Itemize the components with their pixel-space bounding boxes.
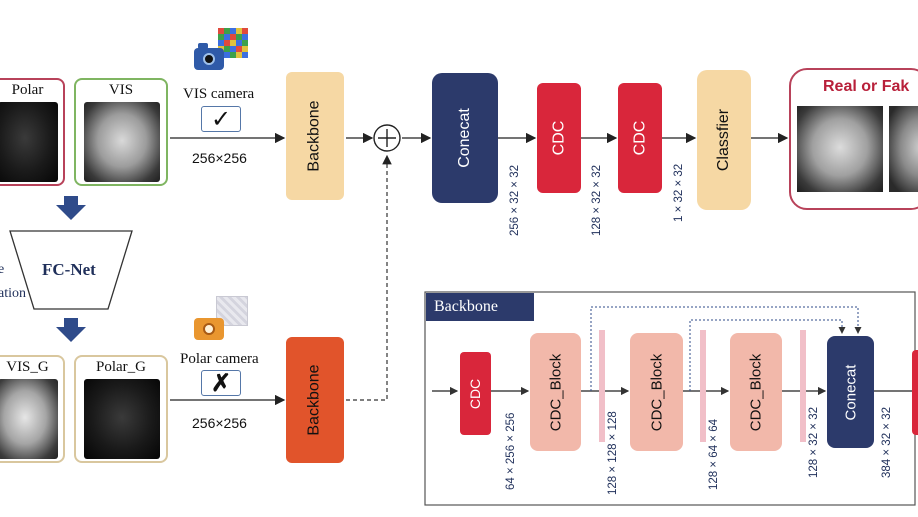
- backbone-bottom: Backbone: [286, 337, 344, 463]
- polar-camera-icon: [194, 318, 224, 340]
- detail-cdc-block-1: CDC_Block: [530, 333, 581, 451]
- cdc-block-1: CDC: [537, 83, 581, 193]
- cross-icon: ✗: [201, 370, 241, 397]
- detail-dim-5: 384 × 32 × 32: [881, 407, 893, 478]
- vis-face-image: [84, 102, 160, 182]
- polar-title: Polar: [11, 82, 44, 98]
- vis-title: VIS: [108, 82, 134, 98]
- cdc-block-2: CDC: [618, 83, 662, 193]
- fcnet-title: FC-Net: [42, 260, 96, 279]
- polar-face-image: [0, 102, 58, 182]
- dim-label-3: 1 × 32 × 32: [673, 163, 685, 222]
- vis-g-title: VIS_G: [6, 359, 49, 375]
- detail-cdc-block: CDC: [460, 352, 491, 435]
- detail-dim-1: 64 × 256 × 256: [505, 412, 517, 490]
- output-face-fake: [889, 106, 918, 192]
- down-arrow-icon-top: [56, 196, 86, 220]
- pink-bar-3: [800, 330, 806, 442]
- vis-g-face-image: [0, 379, 58, 459]
- concat-block: Conecat: [432, 73, 498, 203]
- dim-label-2: 128 × 32 × 32: [591, 165, 603, 236]
- polar-g-face-image: [84, 379, 160, 459]
- vis-image-card: VIS: [74, 78, 168, 186]
- output-face-real: [797, 106, 883, 192]
- detail-cdc-block-3: CDC_Block: [730, 333, 782, 451]
- down-arrow-icon-bottom: [56, 318, 86, 342]
- fcnet-trapezoid: [9, 230, 133, 310]
- fcnet-side-label-top: e: [0, 262, 5, 277]
- detail-cdc-block-2: CDC_Block: [630, 333, 683, 451]
- check-icon: ✓: [201, 106, 241, 133]
- vis-camera-icon: [194, 43, 224, 70]
- backbone-detail-title: Backbone: [426, 293, 534, 321]
- color-mosaic-icon: [218, 28, 248, 58]
- fcnet-side-label-bottom: ation: [0, 286, 26, 301]
- pink-bar-1: [599, 330, 605, 442]
- classifier-block: Classfier: [697, 70, 751, 210]
- resolution-top: 256×256: [192, 150, 247, 166]
- detail-dim-2: 128 × 128 × 128: [607, 411, 619, 495]
- dashed-arrow-to-sum: [346, 154, 392, 401]
- detail-concat-block: Conecat: [827, 336, 874, 448]
- pink-bar-2: [700, 330, 706, 442]
- polarization-grid-icon: [216, 296, 248, 326]
- vis-g-image-card: VIS_G: [0, 355, 65, 463]
- backbone-top: Backbone: [286, 72, 344, 200]
- detail-dim-3: 128 × 64 × 64: [708, 419, 720, 490]
- output-panel: Real or Fak: [789, 68, 918, 210]
- polar-image-card: Polar: [0, 78, 65, 186]
- dim-label-1: 256 × 32 × 32: [509, 165, 521, 236]
- polar-g-image-card: Polar_G: [74, 355, 168, 463]
- resolution-bottom: 256×256: [192, 415, 247, 431]
- detail-dim-4: 128 × 32 × 32: [808, 407, 820, 478]
- polar-camera-label: Polar camera: [180, 351, 259, 367]
- vis-camera-label: VIS camera: [183, 86, 255, 102]
- detail-cdc-partial: [912, 350, 918, 435]
- polar-g-title: Polar_G: [96, 359, 146, 375]
- output-title: Real or Fak: [823, 78, 910, 95]
